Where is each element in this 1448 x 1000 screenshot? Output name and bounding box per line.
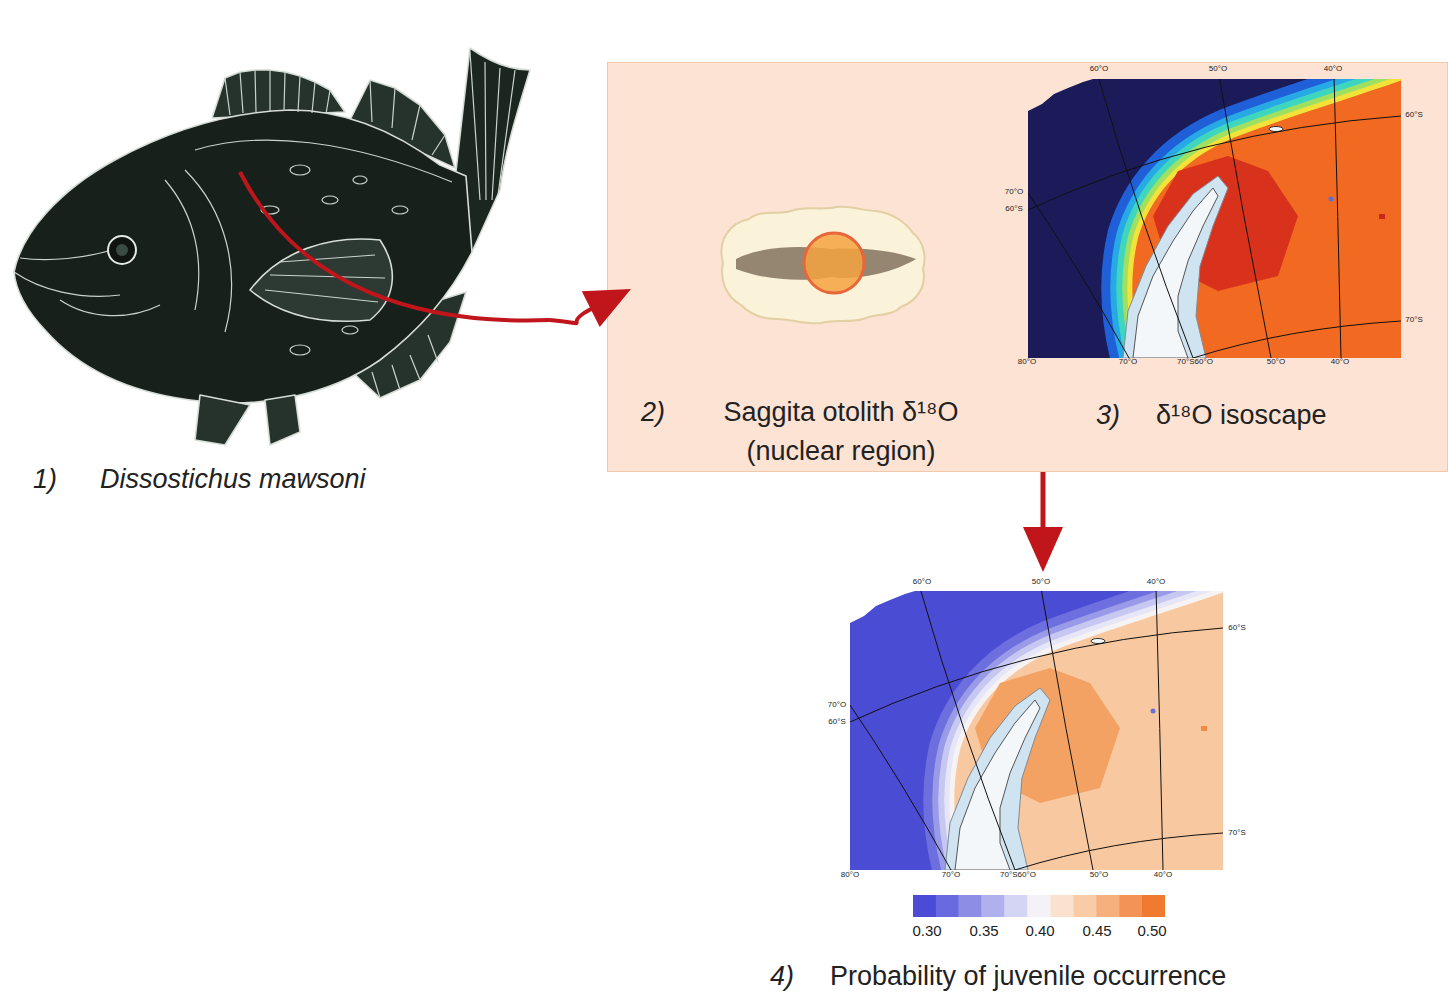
map-tick-label: 40°O	[1147, 577, 1165, 587]
map-tick-label: 70°S	[1228, 828, 1245, 838]
arrow-shaft	[550, 308, 593, 323]
map-tick-label: 60°O	[913, 577, 931, 587]
map-tick-label: 60°S	[828, 717, 845, 727]
colorbar-tick: 0.35	[969, 922, 998, 940]
arrow-head	[1023, 527, 1063, 572]
map-tick-label: 50°O	[1032, 577, 1050, 587]
map-tick-label: 70°S60°O	[1000, 870, 1036, 880]
figure-number: 4)	[770, 957, 794, 996]
figure-caption: Saggita otolith δ¹⁸O (nuclear region)	[681, 393, 1001, 471]
map-tick-label: 70°S	[1405, 315, 1422, 325]
map-tick-label: 70°O	[1119, 357, 1137, 367]
colorbar-tick: 0.45	[1082, 922, 1111, 940]
colorbar-tick: 0.30	[912, 922, 941, 940]
figure-caption: Probability of juvenile occurrence	[830, 957, 1226, 996]
figure-number: 3)	[1096, 396, 1120, 435]
figure-caption: δ¹⁸O isoscape	[1156, 396, 1326, 435]
figure-number: 2)	[641, 393, 665, 432]
colorbar	[913, 895, 1165, 917]
fish-illustration	[5, 40, 550, 502]
isoscape-panel: 3) δ¹⁸O isoscape	[1016, 71, 1436, 443]
colorbar-tick: 0.50	[1137, 922, 1166, 940]
map-tick-label: 50°O	[1090, 870, 1108, 880]
map-tick-label: 60°O	[1090, 64, 1108, 74]
map-tick-label: 80°O	[841, 870, 859, 880]
map-tick-label: 40°O	[1331, 357, 1349, 367]
map-tick-label: 50°O	[1209, 64, 1227, 74]
figure-number: 1)	[33, 460, 57, 499]
map-tick-label: 70°S60°O	[1177, 357, 1213, 367]
isoscape-map	[1028, 76, 1401, 358]
arrow-shaft	[1041, 472, 1046, 529]
map-tick-label: 70°O	[1005, 187, 1023, 197]
map-tick-label: 50°O	[1267, 357, 1285, 367]
map-tick-label: 40°O	[1154, 870, 1172, 880]
flow-arrow	[1023, 472, 1063, 572]
map-tick-label: 40°O	[1324, 64, 1342, 74]
otolith-illustration	[631, 199, 1011, 389]
colorbar-tick: 0.40	[1025, 922, 1054, 940]
probability-map	[850, 588, 1223, 870]
otolith-panel: 2) Saggita otolith δ¹⁸O (nuclear region)	[631, 199, 1011, 473]
map-tick-label: 60°S	[1228, 623, 1245, 633]
analysis-panel: 2) Saggita otolith δ¹⁸O (nuclear region)	[607, 62, 1448, 472]
map-tick-label: 60°S	[1005, 204, 1022, 214]
species-figure: 1) Dissostichus mawsoni	[5, 40, 550, 502]
map-tick-label: 70°O	[942, 870, 960, 880]
map-tick-label: 60°S	[1405, 110, 1422, 120]
map-tick-label: 80°O	[1018, 357, 1036, 367]
map-tick-label: 70°O	[828, 700, 846, 710]
species-name: Dissostichus mawsoni	[100, 460, 366, 499]
